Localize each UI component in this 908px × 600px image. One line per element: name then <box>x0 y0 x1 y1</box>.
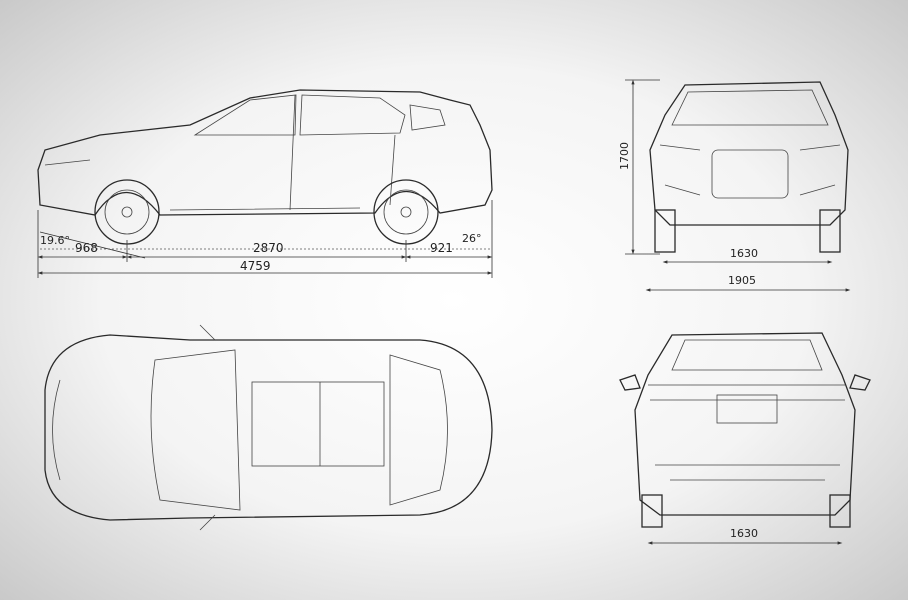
departure-angle-label: 26° <box>462 232 482 245</box>
grille <box>711 149 789 199</box>
rear-overhang-label: 921 <box>430 241 453 255</box>
side-view: 19.6° 968 2870 921 26° 4759 <box>37 89 493 278</box>
length-label: 4759 <box>240 259 271 273</box>
front-overhang-label: 968 <box>75 241 98 255</box>
approach-angle-label: 19.6° <box>40 234 70 247</box>
front-track-label: 1630 <box>730 247 758 260</box>
rear-view: 1630 <box>619 332 871 545</box>
front-view: 1700 1630 1905 <box>618 79 851 292</box>
top-view <box>44 324 493 531</box>
wheelbase-label: 2870 <box>253 241 284 255</box>
rear-track-label: 1630 <box>730 527 758 540</box>
width-label: 1905 <box>728 274 756 287</box>
height-label: 1700 <box>618 142 631 170</box>
